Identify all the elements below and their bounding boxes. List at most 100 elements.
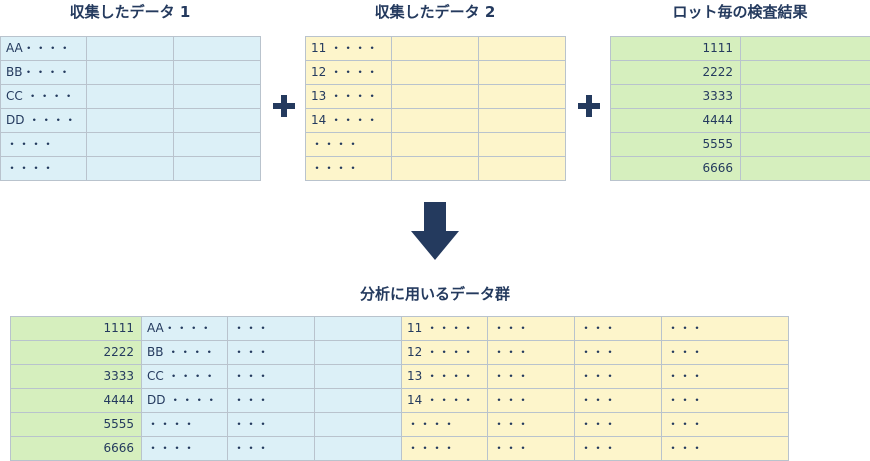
- table-cell: [479, 157, 566, 181]
- table-cell: BB・・・・: [1, 61, 87, 85]
- table-cell: [392, 85, 479, 109]
- table-cell: 3333: [11, 365, 142, 389]
- table-cell: [87, 85, 174, 109]
- table-cell: 5555: [611, 133, 741, 157]
- table-row: 2222: [611, 61, 870, 85]
- table-cell: ・・・・: [142, 437, 228, 461]
- table-cell: [392, 109, 479, 133]
- table-cell: [741, 133, 870, 157]
- table-cell: 3333: [611, 85, 741, 109]
- table-cell: ・・・: [662, 413, 789, 437]
- table-cell: 11 ・・・・: [402, 317, 488, 341]
- table-row: 13 ・・・・: [306, 85, 566, 109]
- table-cell: [315, 341, 402, 365]
- table-cell: ・・・: [228, 365, 315, 389]
- table-cell: [174, 109, 261, 133]
- table-cell: ・・・: [662, 437, 789, 461]
- table-cell: [741, 157, 870, 181]
- table-cell: ・・・・: [1, 133, 87, 157]
- plus-icon: [578, 95, 600, 117]
- table-cell: 14 ・・・・: [402, 389, 488, 413]
- table-cell: [87, 157, 174, 181]
- table-row: DD ・・・・: [1, 109, 261, 133]
- table-cell: 5555: [11, 413, 142, 437]
- table-cell: ・・・・: [306, 157, 392, 181]
- table-row: ・・・・: [1, 133, 261, 157]
- down-arrow-icon: [411, 202, 459, 260]
- table-cell: ・・・: [228, 413, 315, 437]
- table-row: 1111: [611, 37, 870, 61]
- table-cell: [87, 109, 174, 133]
- table-cell: ・・・: [228, 317, 315, 341]
- table-cell: [392, 157, 479, 181]
- table-cell: [479, 109, 566, 133]
- table-cell: DD ・・・・: [142, 389, 228, 413]
- table-cell: ・・・・: [402, 413, 488, 437]
- table-cell: 1111: [611, 37, 741, 61]
- table-cell: ・・・・: [1, 157, 87, 181]
- table-cell: ・・・・: [306, 133, 392, 157]
- table-cell: [315, 437, 402, 461]
- table-row: ・・・・: [1, 157, 261, 181]
- table-cell: CC ・・・・: [1, 85, 87, 109]
- table-cell: [741, 37, 870, 61]
- table-cell: ・・・: [488, 389, 575, 413]
- table-row: 5555・・・・・・・・・・・・・・・・・・・・: [11, 413, 789, 437]
- table-cell: 12 ・・・・: [402, 341, 488, 365]
- table-cell: [479, 61, 566, 85]
- table-cell: ・・・: [488, 317, 575, 341]
- table-cell: ・・・: [488, 341, 575, 365]
- table-cell: [174, 133, 261, 157]
- table-cell: ・・・: [662, 341, 789, 365]
- table-cell: ・・・: [228, 341, 315, 365]
- table-cell: DD ・・・・: [1, 109, 87, 133]
- table-row: 6666: [611, 157, 870, 181]
- table-row: 11 ・・・・: [306, 37, 566, 61]
- table-cell: ・・・: [228, 437, 315, 461]
- table-cell: [392, 133, 479, 157]
- table-cell: 4444: [11, 389, 142, 413]
- table-cell: [174, 85, 261, 109]
- table-row: ・・・・: [306, 133, 566, 157]
- table-cell: ・・・: [575, 389, 662, 413]
- table-cell: ・・・・: [402, 437, 488, 461]
- table-cell: [174, 61, 261, 85]
- table-cell: ・・・: [575, 413, 662, 437]
- table-cell: AA・・・・: [1, 37, 87, 61]
- table-row: BB・・・・: [1, 61, 261, 85]
- table-cell: [741, 109, 870, 133]
- table-cell: [87, 37, 174, 61]
- table-cell: ・・・・: [142, 413, 228, 437]
- table-cell: [315, 413, 402, 437]
- table-cell: [741, 85, 870, 109]
- table-cell: [315, 389, 402, 413]
- table-cell: ・・・: [488, 365, 575, 389]
- table-cell: ・・・: [575, 317, 662, 341]
- table-cell: AA・・・・: [142, 317, 228, 341]
- table-cell: 13 ・・・・: [306, 85, 392, 109]
- table-row: ・・・・: [306, 157, 566, 181]
- table-cell: 2222: [611, 61, 741, 85]
- table-cell: ・・・: [575, 365, 662, 389]
- table-row: 12 ・・・・: [306, 61, 566, 85]
- table-row: CC ・・・・: [1, 85, 261, 109]
- table-cell: 1111: [11, 317, 142, 341]
- table-cell: [87, 133, 174, 157]
- table-cell: 6666: [11, 437, 142, 461]
- table-cell: 11 ・・・・: [306, 37, 392, 61]
- table-row: 6666・・・・・・・・・・・・・・・・・・・・: [11, 437, 789, 461]
- table-cell: BB ・・・・: [142, 341, 228, 365]
- collected-data-2-title: 収集したデータ 2: [305, 2, 565, 22]
- table-row: 4444: [611, 109, 870, 133]
- table-cell: 4444: [611, 109, 741, 133]
- table-cell: [479, 37, 566, 61]
- table-cell: CC ・・・・: [142, 365, 228, 389]
- table-row: 14 ・・・・: [306, 109, 566, 133]
- table-cell: 6666: [611, 157, 741, 181]
